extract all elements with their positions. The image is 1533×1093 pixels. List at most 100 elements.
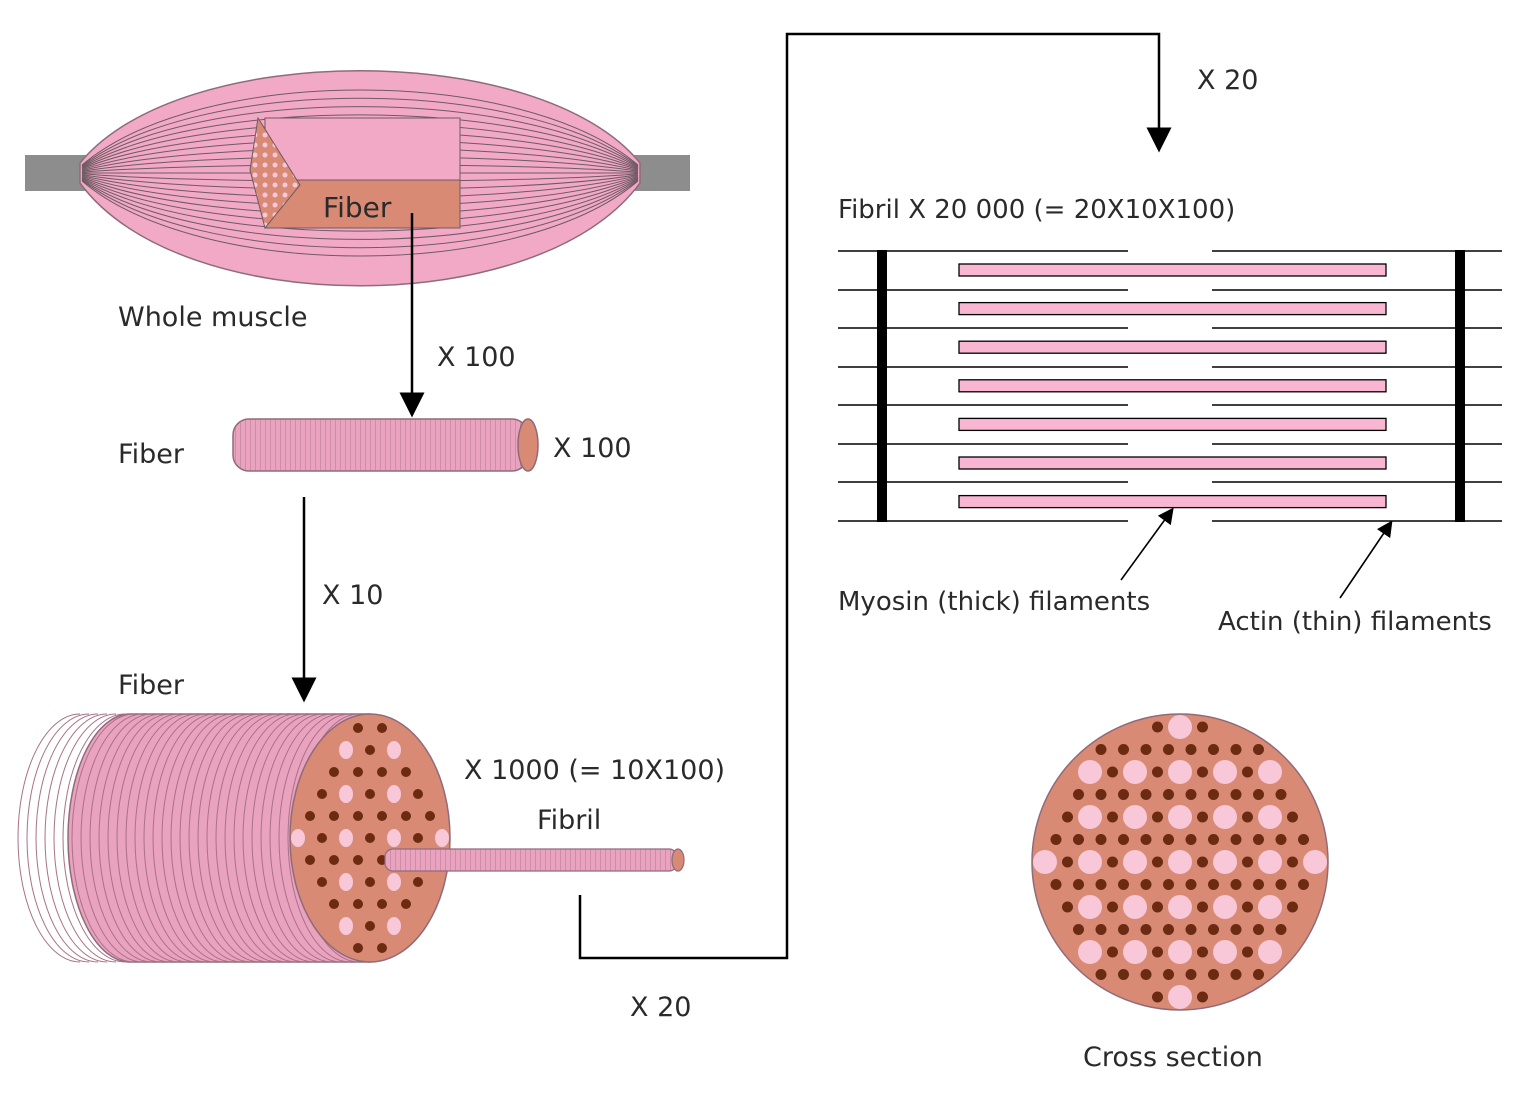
thin-filament-dot	[1140, 924, 1152, 935]
thick-filament-dot	[1078, 850, 1102, 874]
dark-dot	[377, 943, 387, 953]
dark-dot	[401, 767, 411, 777]
thick-filament-dot	[1213, 850, 1237, 874]
bundle-ring	[53, 713, 117, 963]
thin-filament-dot	[1163, 969, 1174, 980]
dark-dot	[353, 943, 363, 953]
fibril-dot	[387, 917, 401, 935]
myosin-filament	[958, 417, 1387, 432]
muscle-striation	[81, 106, 639, 168]
bundle-ring	[152, 713, 216, 963]
thick-filament-dot	[1303, 850, 1327, 874]
myosin-filament	[958, 263, 1387, 277]
muscle-striation	[81, 179, 639, 249]
scale-x20-bottom: X 20	[630, 992, 691, 1023]
scale-x100-arrow: X 100	[437, 342, 516, 373]
thin-filament-dot	[1242, 901, 1253, 913]
thin-filament-dot	[1152, 766, 1163, 778]
thick-filament-dot	[1078, 760, 1102, 784]
dark-dot	[377, 811, 387, 821]
thin-filament-dot	[1230, 924, 1242, 935]
thin-filament-dot	[1253, 744, 1264, 755]
dark-dot	[317, 789, 327, 799]
connector-fibril-to-sarcomere	[578, 32, 1172, 960]
dark-dot	[317, 877, 327, 887]
bundle-ring	[287, 713, 351, 963]
myosin-filament	[958, 456, 1387, 470]
dark-dot	[401, 899, 411, 909]
muscle-striations	[81, 89, 639, 257]
thin-filament-dot	[1062, 856, 1073, 868]
scale-x100-fiber: X 100	[553, 433, 632, 464]
bundle-ring	[35, 713, 99, 963]
fiber-bundle-label: Fiber	[118, 670, 185, 701]
thin-filament-dot	[1208, 744, 1219, 755]
thin-filament-dot	[1253, 834, 1264, 845]
bundle-ring	[278, 713, 342, 963]
thin-filament-dot	[1140, 834, 1152, 845]
muscle-striation	[81, 178, 639, 240]
thick-filament-dot	[1168, 895, 1192, 919]
thin-filament-dot	[1197, 946, 1208, 958]
thick-filament-dot	[1168, 850, 1192, 874]
thick-filament-dot	[1078, 805, 1102, 829]
thin-filament-dot	[1208, 789, 1219, 800]
thin-filament-dot	[1107, 856, 1118, 868]
thin-filament-dot	[1230, 744, 1242, 755]
thin-filament-dot	[1118, 744, 1129, 755]
bundle-ring	[242, 713, 306, 963]
bundle-ring	[269, 713, 333, 963]
bundle-ring	[197, 713, 261, 963]
myosin-pointer	[1120, 507, 1174, 581]
scale-x1000: X 1000 (= 10X100)	[464, 755, 725, 786]
thin-filament-dot	[1073, 924, 1084, 935]
dark-dot	[377, 723, 387, 733]
actin-label: Actin (thin) filaments	[1218, 607, 1492, 637]
z-line-right	[1455, 250, 1465, 522]
thin-filament-dot	[1095, 789, 1107, 800]
thin-filament-dot	[1185, 834, 1197, 845]
thin-filament-dot	[1062, 901, 1073, 913]
dark-dot	[401, 811, 411, 821]
thin-filament-dot	[1230, 834, 1242, 845]
z-line-left	[877, 250, 887, 522]
fibril-dot	[339, 873, 353, 891]
thick-filament-dot	[1168, 760, 1192, 784]
thin-filament-dot	[1287, 856, 1298, 868]
dark-dot	[329, 855, 339, 865]
actin-pointer	[1339, 520, 1393, 599]
thin-filament-dot	[1107, 811, 1118, 823]
thick-filament-dot	[1258, 895, 1282, 919]
thin-filament-dot	[1152, 721, 1163, 733]
fibril-dot	[339, 829, 353, 847]
fibril-small-label: Fibril	[537, 805, 601, 836]
thick-filament-dot	[1123, 760, 1147, 784]
myosin-filament	[958, 379, 1387, 393]
thin-filament-dot	[1208, 834, 1219, 845]
whole-muscle-label: Whole muscle	[118, 302, 307, 333]
thin-filament-dot	[1253, 969, 1264, 980]
dark-dot	[329, 899, 339, 909]
single-fiber-cylinder	[232, 418, 539, 472]
thin-filament-dot	[1208, 879, 1219, 890]
thin-filament-dot	[1185, 969, 1197, 980]
thin-filament-dot	[1230, 969, 1242, 980]
bundle-ring	[80, 713, 144, 963]
bundle-ring	[134, 713, 198, 963]
bundle-ring	[107, 713, 171, 963]
dark-dot	[413, 877, 423, 887]
fibril-dot	[387, 873, 401, 891]
bundle-ring	[233, 713, 297, 963]
thin-filament-dot	[1073, 879, 1084, 890]
thick-filament-dot	[1168, 805, 1192, 829]
bundle-ring	[98, 713, 162, 963]
fiber-inset-label: Fiber	[323, 191, 392, 224]
fiber-single-label: Fiber	[118, 439, 185, 470]
thin-filament-dot	[1118, 924, 1129, 935]
thin-filament-dot	[1062, 811, 1073, 823]
thin-filament-dot	[1253, 924, 1264, 935]
bundle-ring	[44, 713, 108, 963]
bundle-ring	[224, 713, 288, 963]
myosin-filament	[958, 340, 1387, 354]
bundle-ring	[125, 713, 189, 963]
